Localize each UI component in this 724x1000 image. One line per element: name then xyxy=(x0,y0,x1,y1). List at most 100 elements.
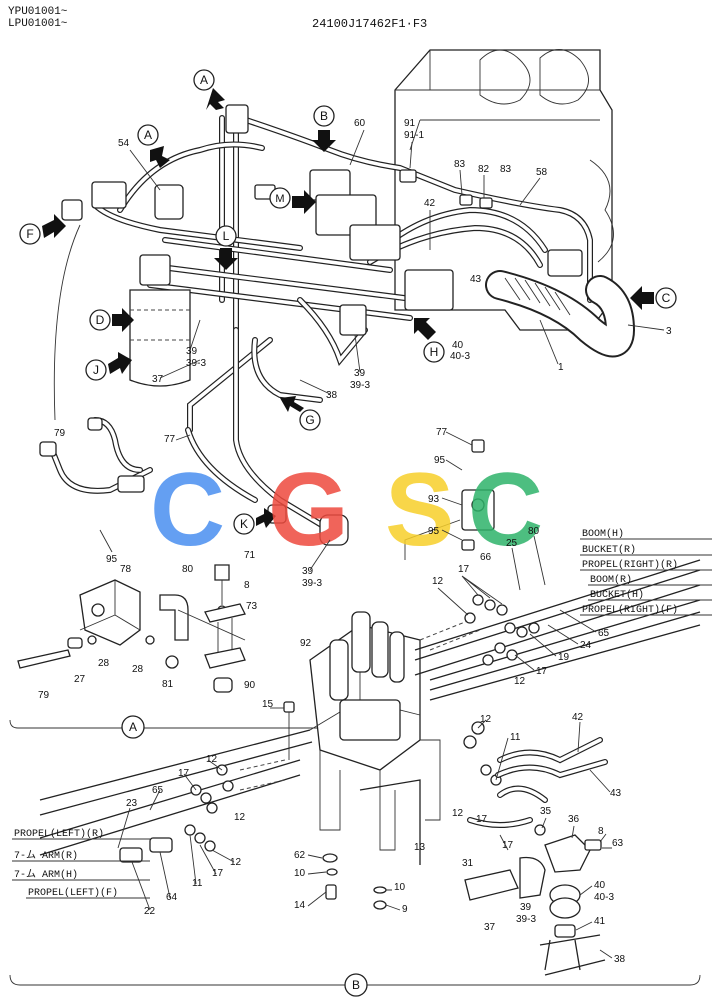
part-number-p19: 19 xyxy=(558,652,570,663)
view-marker-b: B xyxy=(312,105,336,152)
part-number-p79b: 79 xyxy=(38,690,50,701)
part-number-p39-3d: 39-3 xyxy=(516,914,536,925)
part-number-p38: 38 xyxy=(326,390,338,401)
view-marker-d: D xyxy=(89,308,134,332)
part-number-p22: 22 xyxy=(144,906,156,917)
drawing-number: 24100J17462F1·F3 xyxy=(312,17,428,31)
serial-number-2: LPU01001~ xyxy=(8,18,68,30)
part-number-p62: 62 xyxy=(294,850,306,861)
part-number-p39b: 39 xyxy=(354,368,366,379)
part-number-p95a: 95 xyxy=(106,554,118,565)
part-number-p10a: 10 xyxy=(294,868,306,879)
view-marker-g: G xyxy=(280,396,321,431)
part-number-p41: 41 xyxy=(594,916,606,927)
part-number-p39-3a: 39-3 xyxy=(186,358,206,369)
part-number-p65b: 65 xyxy=(152,785,164,796)
part-number-p17a: 17 xyxy=(458,564,470,575)
part-number-p93: 93 xyxy=(428,494,440,505)
marker-letter: B xyxy=(320,109,328,123)
part-number-p80a: 80 xyxy=(528,526,540,537)
label-arm-h: 7-ム ARM(H) xyxy=(14,868,78,881)
part-number-p15: 15 xyxy=(262,699,274,710)
part-number-p8a: 8 xyxy=(244,580,250,591)
part-number-p10b: 10 xyxy=(394,882,406,893)
watermark-letter-c1: C xyxy=(150,452,225,568)
part-number-p12f: 12 xyxy=(234,812,246,823)
part-number-p39c: 39 xyxy=(302,566,314,577)
part-number-p38b: 38 xyxy=(614,954,626,965)
part-number-p78: 78 xyxy=(120,564,132,575)
part-number-p25: 25 xyxy=(506,538,518,549)
part-number-p3: 3 xyxy=(666,326,672,337)
part-number-p39-3c: 39-3 xyxy=(302,578,322,589)
part-number-p12g: 12 xyxy=(206,754,218,765)
label-bucket-r: BUCKET(R) xyxy=(582,544,636,556)
marker-letter: M xyxy=(275,193,284,205)
hose-labels: BOOM(H) BUCKET(R) PROPEL(RIGHT)(R) BOOM(… xyxy=(12,528,712,899)
part-number-p60: 60 xyxy=(354,118,366,129)
label-arm-r: 7-ム ARM(R) xyxy=(14,849,78,862)
leader-lines xyxy=(99,129,665,959)
cgsc-watermark: C G S C xyxy=(150,452,543,568)
part-number-p14: 14 xyxy=(294,900,306,911)
view-marker-k: K xyxy=(233,508,276,535)
upper-fittings xyxy=(39,104,583,560)
part-number-p11a: 11 xyxy=(510,732,521,743)
marker-letter: A xyxy=(129,720,137,734)
part-number-p71: 71 xyxy=(244,550,256,561)
view-marker-e: A xyxy=(193,69,225,110)
view-marker-c: C xyxy=(630,286,677,310)
marker-letter: L xyxy=(223,229,230,243)
part-number-p12c: 12 xyxy=(480,714,492,725)
label-propel-left-r: PROPEL(LEFT)(R) xyxy=(14,828,104,840)
part-number-p17d: 17 xyxy=(178,768,190,779)
part-number-p79a: 79 xyxy=(54,428,66,439)
part-number-p37: 37 xyxy=(152,374,164,385)
marker-letter: B xyxy=(352,978,360,992)
marker-letter: G xyxy=(305,413,314,427)
part-number-p81: 81 xyxy=(162,679,174,690)
view-marker-m: M xyxy=(269,187,316,214)
part-number-p17c: 17 xyxy=(476,814,488,825)
view-marker-j: J xyxy=(85,352,132,381)
marker-letter: A xyxy=(200,73,208,87)
part-number-p23: 23 xyxy=(126,798,138,809)
part-number-p83a: 83 xyxy=(454,159,466,170)
upper-pipe-harness xyxy=(92,107,636,533)
control-valve-assembly xyxy=(9,559,701,986)
view-marker-l: L xyxy=(214,225,238,270)
part-number-p77a: 77 xyxy=(164,434,176,445)
label-boom-h: BOOM(H) xyxy=(582,528,624,540)
part-number-callouts: 60 91 91-1 54 83 82 83 58 42 43 3 40 40-… xyxy=(38,118,672,965)
part-number-p40b: 40 xyxy=(594,880,606,891)
part-number-p39-3b: 39-3 xyxy=(350,380,370,391)
part-number-p1: 1 xyxy=(558,362,564,373)
view-marker-h: H xyxy=(414,318,445,363)
part-number-p40-3: 40-3 xyxy=(450,351,470,362)
part-number-p64: 64 xyxy=(166,892,178,903)
part-number-p42: 42 xyxy=(424,198,436,209)
part-number-p17b: 17 xyxy=(536,666,548,677)
marker-letter: C xyxy=(662,291,671,305)
part-number-p82: 82 xyxy=(478,164,490,175)
section-marker-a: A xyxy=(121,715,145,739)
part-number-p43: 43 xyxy=(470,274,482,285)
marker-letter: J xyxy=(93,363,99,377)
marker-letter: F xyxy=(26,227,33,241)
part-number-p73: 73 xyxy=(246,601,258,612)
part-number-p12e: 12 xyxy=(230,857,242,868)
part-number-p91-1: 91-1 xyxy=(404,130,424,141)
part-number-p42b: 42 xyxy=(572,712,584,723)
label-propel-right-r: PROPEL(RIGHT)(R) xyxy=(582,559,678,571)
view-marker-a: A xyxy=(137,124,170,168)
part-number-p66: 66 xyxy=(480,552,492,563)
part-number-p17f: 17 xyxy=(502,840,514,851)
part-number-p35: 35 xyxy=(540,806,552,817)
part-number-p36: 36 xyxy=(568,814,580,825)
label-propel-left-f: PROPEL(LEFT)(F) xyxy=(28,887,118,899)
part-number-p43b: 43 xyxy=(610,788,622,799)
part-number-p27: 27 xyxy=(74,674,86,685)
detail-a-parts xyxy=(9,564,349,729)
part-number-p17e: 17 xyxy=(212,868,224,879)
